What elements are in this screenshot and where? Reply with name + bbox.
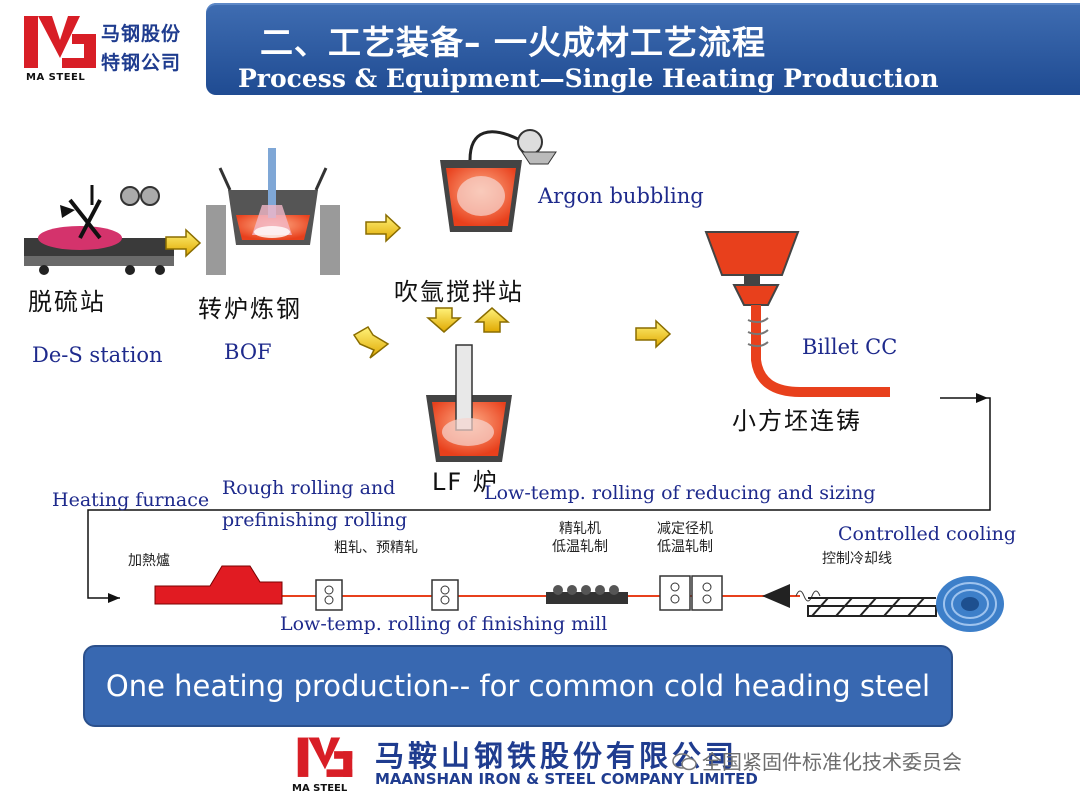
finishing-mill-label-en: Low-temp. rolling of finishing mill bbox=[280, 613, 608, 635]
rough-mill-stand bbox=[315, 579, 343, 611]
page-title-cn: 二、工艺装备– 一火成材工艺流程 bbox=[260, 23, 766, 62]
billet-cc-label-en: Billet CC bbox=[802, 335, 898, 359]
brand-line-2: 特钢公司 bbox=[101, 52, 182, 74]
reducing-mill-label-cn: 减定径机 低温轧制 bbox=[657, 520, 713, 556]
flow-arrow-des-to-bof bbox=[165, 228, 202, 258]
reducing-mill-label-line2: 低温轧制 bbox=[657, 539, 713, 555]
desulfurization-station-icon bbox=[24, 185, 174, 275]
watermark-text: 全国紧固件标准化技术委员会 bbox=[702, 750, 962, 774]
flow-arrow-down bbox=[426, 307, 462, 333]
brand-name-cn: 马钢股份 特钢公司 bbox=[101, 20, 181, 78]
connector-arrowhead-1 bbox=[976, 393, 988, 403]
footer-masteel-logo bbox=[297, 737, 353, 777]
reducing-mill-label-line1: 减定径机 bbox=[657, 521, 713, 537]
finishing-mill-label-line2: 低温轧制 bbox=[552, 539, 608, 555]
bof-label-cn: 转炉炼钢 bbox=[198, 295, 302, 323]
finishing-mill-label-cn: 精轧机 低温轧制 bbox=[552, 520, 608, 556]
wire-coil-icon bbox=[936, 576, 1004, 632]
rough-rolling-label-cn: 粗轧、预精轧 bbox=[334, 540, 418, 556]
heating-furnace-label-cn: 加熱爐 bbox=[128, 553, 170, 569]
title-bar bbox=[206, 3, 1080, 95]
prefinishing-mill-stand bbox=[431, 579, 459, 611]
summary-banner-text: One heating production-- for common cold… bbox=[105, 669, 931, 703]
argon-station-label-cn: 吹氩搅拌站 bbox=[394, 278, 524, 306]
rough-rolling-label-line2: prefinishing rolling bbox=[222, 509, 408, 531]
lf-furnace-icon bbox=[426, 344, 512, 462]
brand-name-en: MA STEEL bbox=[26, 72, 86, 83]
lf-furnace-label: LF 炉 bbox=[432, 468, 499, 496]
masteel-logo bbox=[24, 16, 96, 68]
flow-arrow-to-caster bbox=[635, 319, 672, 349]
connector-arrowhead-2 bbox=[108, 593, 120, 603]
controlled-cooling-label-en: Controlled cooling bbox=[838, 523, 1017, 545]
cooling-line-label-cn: 控制冷却线 bbox=[822, 551, 892, 567]
argon-ladle-icon bbox=[440, 129, 557, 232]
footer-brand-en: MA STEEL bbox=[292, 783, 348, 794]
controlled-cooling-line-icon bbox=[762, 584, 937, 617]
bof-label-en: BOF bbox=[224, 340, 272, 364]
reducing-sizing-label-en: Low-temp. rolling of reducing and sizing bbox=[484, 482, 876, 504]
billet-caster-icon bbox=[704, 231, 890, 397]
bof-converter-icon bbox=[206, 148, 340, 275]
rough-rolling-label-line1: Rough rolling and bbox=[222, 477, 396, 499]
heating-furnace-icon bbox=[154, 565, 283, 605]
footer-company-cn: 马鞍山钢铁股份有限公司 bbox=[375, 739, 739, 773]
finishing-mill-label-line1: 精轧机 bbox=[559, 521, 601, 537]
heating-furnace-label-en: Heating furnace bbox=[52, 489, 210, 511]
des-station-label-cn: 脱硫站 bbox=[28, 288, 106, 316]
page-title-en: Process & Equipment—Single Heating Produ… bbox=[238, 64, 939, 93]
summary-banner: One heating production-- for common cold… bbox=[83, 645, 953, 727]
flow-arrow-bof-to-argon bbox=[365, 213, 402, 243]
argon-bubbling-label: Argon bubbling bbox=[538, 184, 704, 208]
reducing-sizing-mill-icon bbox=[659, 575, 723, 611]
flow-arrow-bof-to-lf bbox=[352, 325, 390, 359]
finishing-mill-icon bbox=[546, 585, 628, 604]
footer-company-en: MAANSHAN IRON & STEEL COMPANY LIMITED bbox=[375, 770, 758, 788]
wechat-icon bbox=[672, 753, 697, 771]
watermark: 全国紧固件标准化技术委员会 bbox=[672, 746, 962, 775]
des-station-label-en: De-S station bbox=[32, 343, 163, 367]
brand-line-1: 马钢股份 bbox=[101, 23, 182, 45]
billet-cc-label-cn: 小方坯连铸 bbox=[732, 407, 862, 435]
flow-arrow-up bbox=[474, 307, 510, 333]
